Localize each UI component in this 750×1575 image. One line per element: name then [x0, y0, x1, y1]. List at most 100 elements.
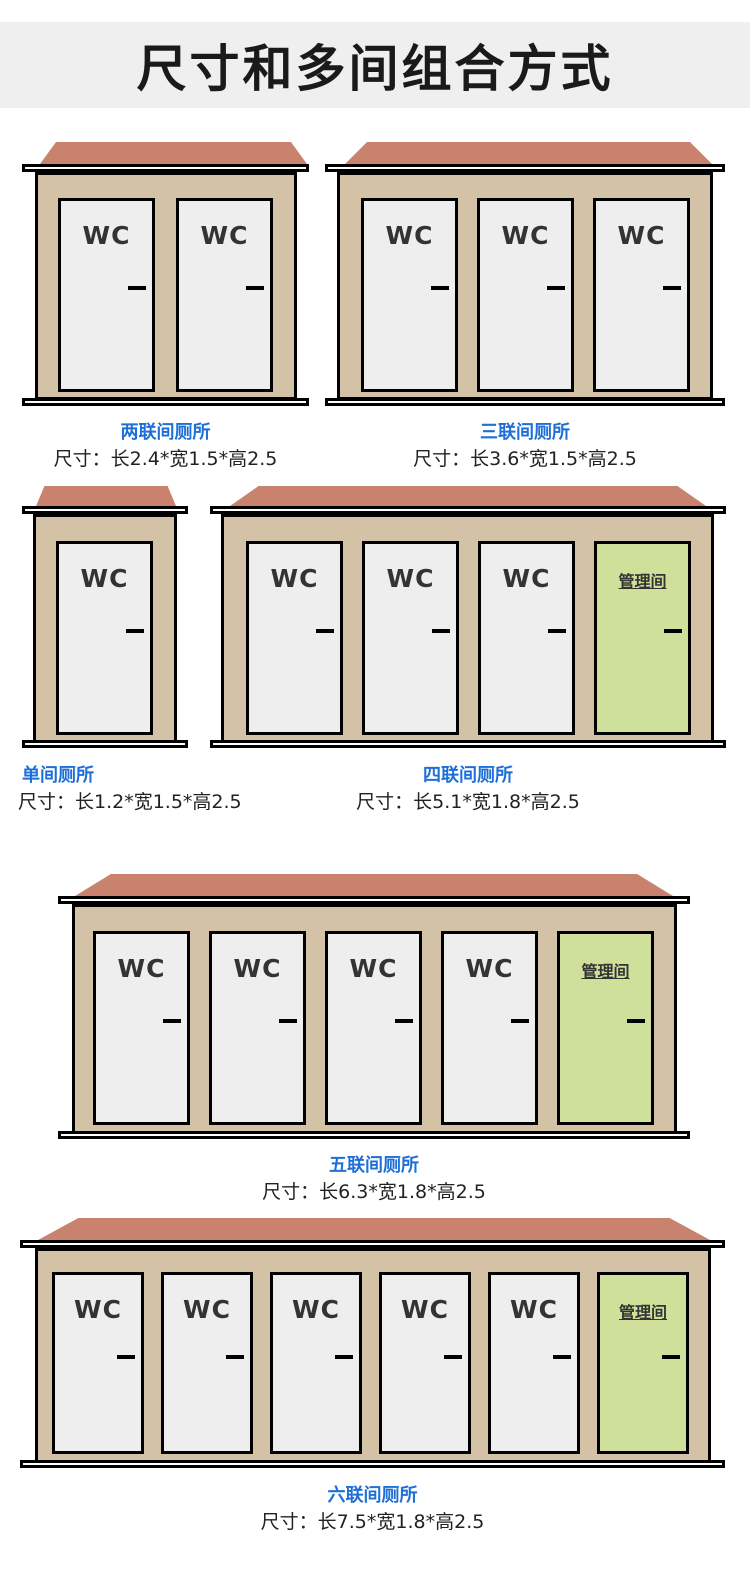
building-caption: 三联间厕所尺寸：长3.6*宽1.5*高2.5	[325, 424, 725, 469]
wc-door[interactable]: WC	[161, 1272, 253, 1454]
wc-label: WC	[74, 1295, 122, 1324]
roof	[36, 486, 176, 506]
wc-label: WC	[385, 221, 434, 250]
wc-door[interactable]: WC	[56, 541, 153, 735]
door-handle-icon	[246, 286, 264, 290]
door-handle-icon	[444, 1355, 462, 1359]
management-room-label: 管理间	[618, 1303, 667, 1322]
roof	[230, 486, 706, 506]
roof-eave	[20, 1240, 725, 1248]
wc-door[interactable]: WC	[477, 198, 574, 392]
management-room-door[interactable]: 管理间	[594, 541, 691, 735]
wc-door[interactable]: WC	[361, 198, 458, 392]
page-header: 尺寸和多间组合方式	[0, 22, 750, 108]
wc-label: WC	[349, 954, 398, 983]
wc-door[interactable]: WC	[209, 931, 306, 1125]
wc-door[interactable]: WC	[93, 931, 190, 1125]
door-handle-icon	[663, 286, 681, 290]
building-type-name: 四联间厕所	[423, 765, 513, 786]
building-base	[22, 398, 309, 406]
management-room-label: 管理间	[581, 962, 630, 981]
building-caption: 单间厕所尺寸：长1.2*宽1.5*高2.5	[18, 767, 278, 812]
building-type-name: 两联间厕所	[120, 422, 211, 443]
door-handle-icon	[335, 1355, 353, 1359]
wc-label: WC	[617, 221, 666, 250]
wc-door[interactable]: WC	[478, 541, 575, 735]
roof	[75, 874, 673, 896]
wc-door[interactable]: WC	[176, 198, 273, 392]
wc-label: WC	[183, 1295, 231, 1324]
page-title: 尺寸和多间组合方式	[136, 40, 614, 98]
building-base	[325, 398, 725, 406]
door-handle-icon	[548, 629, 566, 633]
wc-door[interactable]: WC	[362, 541, 459, 735]
wc-label: WC	[270, 564, 319, 593]
building-caption: 四联间厕所尺寸：长5.1*宽1.8*高2.5	[210, 767, 726, 812]
roof	[345, 142, 712, 164]
building-caption: 两联间厕所尺寸：长2.4*宽1.5*高2.5	[22, 424, 309, 469]
wc-door[interactable]: WC	[325, 931, 422, 1125]
wc-door[interactable]: WC	[441, 931, 538, 1125]
door-handle-icon	[662, 1355, 680, 1359]
wc-label: WC	[233, 954, 282, 983]
wc-label: WC	[510, 1295, 558, 1324]
door-handle-icon	[547, 286, 565, 290]
wc-door[interactable]: WC	[58, 198, 155, 392]
wc-door[interactable]: WC	[488, 1272, 580, 1454]
building-type-name: 单间厕所	[22, 765, 94, 786]
roof-eave	[22, 164, 309, 172]
door-handle-icon	[511, 1019, 529, 1023]
roof-eave	[58, 896, 690, 904]
wc-label: WC	[80, 564, 129, 593]
wc-door[interactable]: WC	[246, 541, 343, 735]
door-handle-icon	[664, 629, 682, 633]
door-handle-icon	[627, 1019, 645, 1023]
wc-label: WC	[501, 221, 550, 250]
building-dimensions: 尺寸：长7.5*宽1.8*高2.5	[260, 1511, 485, 1533]
management-room-door[interactable]: 管理间	[597, 1272, 689, 1454]
wc-label: WC	[117, 954, 166, 983]
building-type-name: 三联间厕所	[480, 422, 570, 443]
wc-door[interactable]: WC	[379, 1272, 471, 1454]
building-base	[22, 740, 188, 748]
roof	[38, 1218, 710, 1240]
building-type-name: 五联间厕所	[329, 1155, 419, 1176]
building-type-name: 六联间厕所	[327, 1485, 418, 1506]
building-dimensions: 尺寸：长3.6*宽1.5*高2.5	[413, 448, 637, 470]
door-handle-icon	[128, 286, 146, 290]
building-caption: 六联间厕所尺寸：长7.5*宽1.8*高2.5	[20, 1487, 725, 1532]
door-handle-icon	[553, 1355, 571, 1359]
roof	[40, 142, 307, 164]
wc-door[interactable]: WC	[270, 1272, 362, 1454]
door-handle-icon	[431, 286, 449, 290]
door-handle-icon	[226, 1355, 244, 1359]
wc-label: WC	[465, 954, 514, 983]
door-handle-icon	[395, 1019, 413, 1023]
wc-door[interactable]: WC	[593, 198, 690, 392]
roof-eave	[325, 164, 725, 172]
door-handle-icon	[117, 1355, 135, 1359]
building-dimensions: 尺寸：长1.2*宽1.5*高2.5	[18, 791, 242, 813]
building-dimensions: 尺寸：长6.3*宽1.8*高2.5	[262, 1181, 486, 1203]
door-handle-icon	[126, 629, 144, 633]
wc-door[interactable]: WC	[52, 1272, 144, 1454]
building-dimensions: 尺寸：长5.1*宽1.8*高2.5	[356, 791, 580, 813]
wc-label: WC	[401, 1295, 449, 1324]
wc-label: WC	[502, 564, 551, 593]
wc-label: WC	[82, 221, 131, 250]
building-dimensions: 尺寸：长2.4*宽1.5*高2.5	[53, 448, 278, 470]
building-base	[20, 1460, 725, 1468]
door-handle-icon	[279, 1019, 297, 1023]
door-handle-icon	[316, 629, 334, 633]
roof-eave	[210, 506, 726, 514]
door-handle-icon	[432, 629, 450, 633]
wc-label: WC	[292, 1295, 340, 1324]
management-room-door[interactable]: 管理间	[557, 931, 654, 1125]
management-room-label: 管理间	[618, 572, 667, 591]
building-caption: 五联间厕所尺寸：长6.3*宽1.8*高2.5	[58, 1157, 690, 1202]
building-base	[58, 1131, 690, 1139]
wc-label: WC	[386, 564, 435, 593]
wc-label: WC	[200, 221, 249, 250]
door-handle-icon	[163, 1019, 181, 1023]
building-base	[210, 740, 726, 748]
